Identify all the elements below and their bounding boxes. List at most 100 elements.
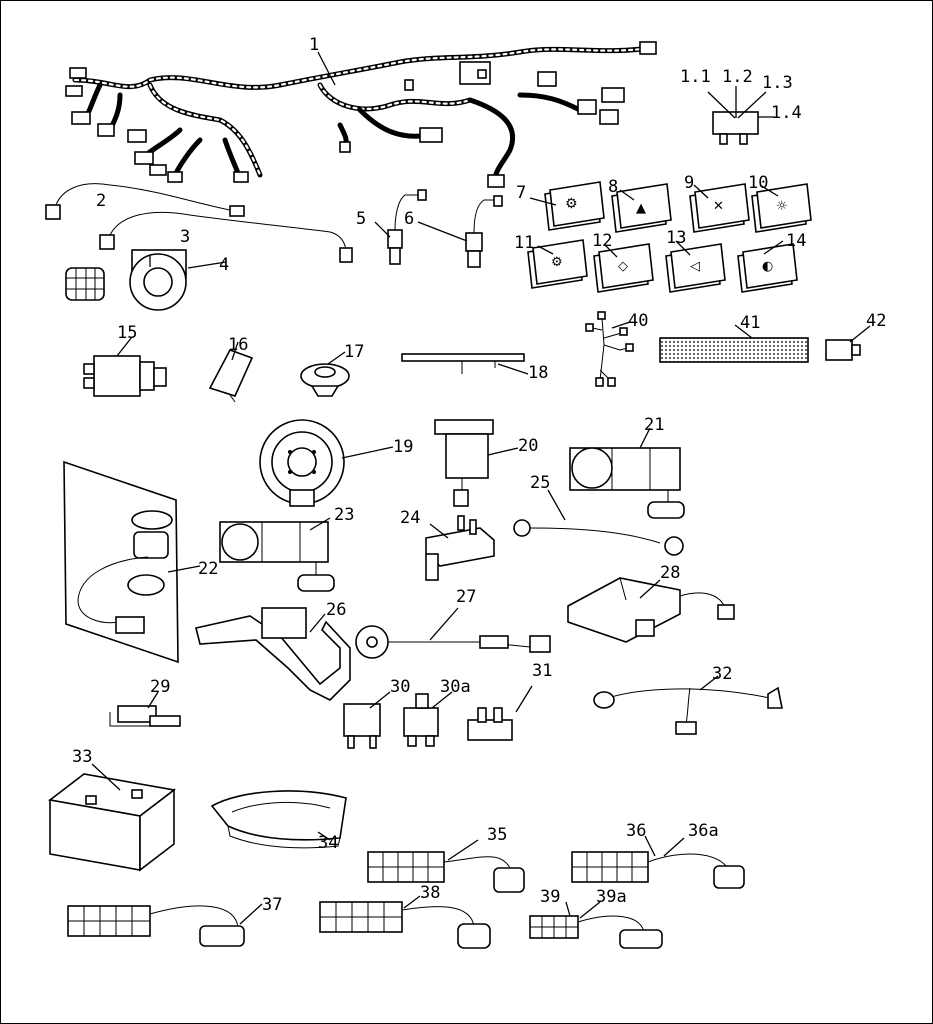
part-15-relay bbox=[83, 336, 167, 397]
part-34-instrument-cluster bbox=[210, 790, 347, 849]
callout-label-c8: 8 bbox=[608, 177, 618, 197]
callout-label-c11: 11 bbox=[514, 233, 534, 253]
part-39-lamp bbox=[529, 901, 663, 949]
part-33-battery bbox=[48, 763, 176, 872]
callout-label-c30: 30 bbox=[390, 677, 410, 697]
callout-label-c42: 42 bbox=[866, 311, 886, 331]
callout-label-c4: 4 bbox=[219, 255, 229, 275]
panel-13: ◁ bbox=[665, 243, 726, 293]
callout-label-c39a: 39a bbox=[596, 887, 627, 907]
sensor-wire-3 bbox=[99, 211, 353, 263]
part-24-relay bbox=[425, 515, 495, 581]
panel-14: ◐ bbox=[737, 243, 798, 293]
panel-9: ✕ bbox=[689, 183, 750, 233]
part-21-actuator bbox=[569, 427, 685, 519]
callout-label-c29: 29 bbox=[150, 677, 170, 697]
part-19-horn bbox=[259, 419, 394, 507]
part-26-trim bbox=[195, 607, 351, 701]
part-23-actuator bbox=[219, 517, 335, 592]
svg-text:◇: ◇ bbox=[618, 259, 628, 274]
callout-label-c22: 22 bbox=[198, 559, 218, 579]
part-27-sensor-cable bbox=[355, 607, 551, 659]
part-18-strip bbox=[401, 353, 529, 375]
part-37-lamp bbox=[67, 903, 263, 947]
callout-label-c26: 26 bbox=[326, 600, 346, 620]
panel-11: ⚙ bbox=[527, 239, 588, 289]
svg-text:◁: ◁ bbox=[690, 259, 700, 274]
callout-label-c19: 19 bbox=[393, 437, 413, 457]
part-17-ignition bbox=[300, 351, 350, 397]
svg-text:☼: ☼ bbox=[776, 199, 788, 214]
callout-label-c5: 5 bbox=[356, 209, 366, 229]
callout-label-c21: 21 bbox=[644, 415, 664, 435]
part-16-bracket bbox=[208, 341, 254, 403]
callout-label-c1_4: 1.4 bbox=[771, 103, 802, 123]
callout-label-c32: 32 bbox=[712, 664, 732, 684]
part-38-lamp bbox=[319, 895, 491, 949]
callout-label-c25: 25 bbox=[530, 473, 550, 493]
part-20-socket bbox=[434, 419, 519, 507]
callout-label-c3: 3 bbox=[180, 227, 190, 247]
part-28-control-unit bbox=[567, 577, 735, 643]
callout-label-c17: 17 bbox=[344, 342, 364, 362]
part-32-wire-harness bbox=[593, 675, 783, 735]
part-25-ground-cable bbox=[513, 489, 684, 556]
part-30-relay bbox=[343, 691, 391, 749]
callout-label-c38: 38 bbox=[420, 883, 440, 903]
part-5-sensor bbox=[374, 189, 427, 265]
callout-label-c14: 14 bbox=[786, 231, 806, 251]
callout-label-c20: 20 bbox=[518, 436, 538, 456]
callout-label-c2: 2 bbox=[96, 191, 106, 211]
callout-label-c30a: 30a bbox=[440, 677, 471, 697]
callout-label-c9: 9 bbox=[684, 173, 694, 193]
callout-label-c33: 33 bbox=[72, 747, 92, 767]
callout-label-c7: 7 bbox=[516, 183, 526, 203]
callout-label-c12: 12 bbox=[592, 231, 612, 251]
callout-label-c10: 10 bbox=[748, 173, 768, 193]
callout-label-c15: 15 bbox=[117, 323, 137, 343]
svg-text:◐: ◐ bbox=[762, 259, 773, 274]
svg-text:▲: ▲ bbox=[636, 201, 646, 216]
panel-12: ◇ bbox=[593, 243, 654, 293]
callout-label-c40: 40 bbox=[628, 311, 648, 331]
callout-label-c13: 13 bbox=[666, 228, 686, 248]
part-35-lamp bbox=[367, 839, 525, 893]
callout-label-c1: 1 bbox=[309, 35, 319, 55]
part-36-lamp bbox=[571, 835, 745, 889]
main-wiring-harness bbox=[65, 41, 657, 188]
callout-label-c39: 39 bbox=[540, 887, 560, 907]
callout-label-c1_1: 1.1 bbox=[680, 67, 711, 87]
panel-10: ☼ bbox=[751, 183, 812, 233]
part-30a-relay bbox=[403, 691, 453, 747]
part-4-switch bbox=[65, 249, 227, 311]
sensor-wire-2 bbox=[45, 183, 245, 220]
callout-label-c6: 6 bbox=[404, 209, 414, 229]
callout-label-c36: 36 bbox=[626, 821, 646, 841]
callout-label-c28: 28 bbox=[660, 563, 680, 583]
part-22-panel bbox=[63, 460, 201, 664]
callout-label-c1_3: 1.3 bbox=[762, 73, 793, 93]
callout-label-c41: 41 bbox=[740, 313, 760, 333]
svg-text:⚙: ⚙ bbox=[565, 196, 578, 212]
svg-text:✕: ✕ bbox=[713, 199, 724, 214]
callout-label-c37: 37 bbox=[262, 895, 282, 915]
callout-label-c23: 23 bbox=[334, 505, 354, 525]
part-42-bulb-socket bbox=[825, 325, 871, 361]
panel-7: ⚙ bbox=[544, 181, 605, 231]
callout-label-c35: 35 bbox=[487, 825, 507, 845]
part-40-subharness bbox=[585, 311, 634, 387]
part-31-connector bbox=[467, 685, 533, 741]
indicator-panels: ⚙ ▲ ✕ ☼ ⚙ ◇ ◁ ◐ bbox=[527, 181, 812, 293]
callout-label-c24: 24 bbox=[400, 508, 420, 528]
part-6-sensor bbox=[417, 195, 503, 268]
callout-label-c1_2: 1.2 bbox=[722, 67, 753, 87]
callout-label-c18: 18 bbox=[528, 363, 548, 383]
callout-label-c27: 27 bbox=[456, 587, 476, 607]
callout-label-c34: 34 bbox=[318, 833, 338, 853]
callout-label-c16: 16 bbox=[228, 335, 248, 355]
part-41-reflector bbox=[659, 324, 809, 363]
callout-label-c36a: 36a bbox=[688, 821, 719, 841]
panel-8: ▲ bbox=[611, 183, 672, 233]
